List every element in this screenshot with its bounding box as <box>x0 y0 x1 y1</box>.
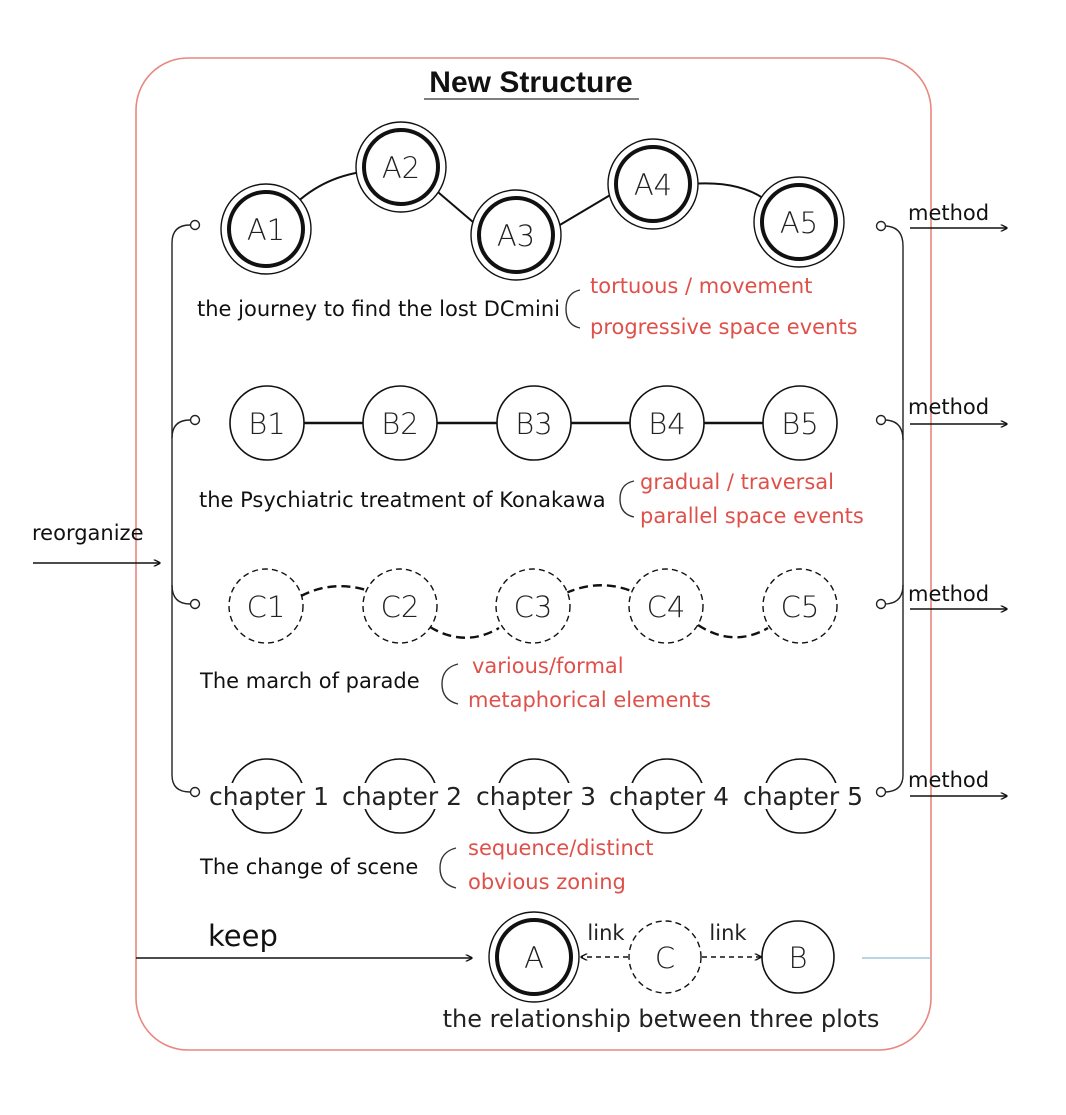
link-label-left: link <box>587 921 625 945</box>
row-b: B1 B2 B3 B4 B5 the Psychiatric treatment… <box>199 385 864 528</box>
row-b-note-1: gradual / traversal <box>640 470 834 494</box>
row-b-description: the Psychiatric treatment of Konakawa <box>199 488 606 512</box>
row-b-node-1: B1 <box>229 385 305 461</box>
method-outputs: method method method method <box>908 201 1007 796</box>
row-c-node-5: C5 <box>762 568 838 644</box>
keep-node-c: C <box>628 920 702 994</box>
keep-label: keep <box>208 919 278 953</box>
row-a-input-port <box>189 219 201 231</box>
row-c-brace <box>441 663 459 705</box>
row-chapter-node-5: chapter 5 <box>743 758 863 834</box>
row-c-connector <box>300 584 769 639</box>
node-label: C5 <box>781 590 820 624</box>
row-a: A1 A2 A3 A4 A5 the journey to find the l… <box>197 121 858 339</box>
node-label: A1 <box>247 213 285 247</box>
chapter-label: chapter 5 <box>743 782 863 811</box>
method-label-b: method <box>908 395 989 419</box>
node-label: C4 <box>647 590 686 624</box>
row-chapter-input-port <box>189 786 201 798</box>
structure-frame <box>135 57 932 1051</box>
row-chapter-note-2: obvious zoning <box>468 870 626 894</box>
node-label: C <box>655 941 675 975</box>
row-c-input-port <box>189 598 201 610</box>
keep-caption: the relationship between three plots <box>443 1005 880 1033</box>
row-c: C1 C2 C3 C4 C5 The march of parade vario… <box>199 568 838 712</box>
row-b-input-port <box>189 414 201 426</box>
node-label: B1 <box>248 407 285 441</box>
row-chapter-note-1: sequence/distinct <box>468 836 654 860</box>
node-label: A <box>524 941 544 975</box>
reorganize-label: reorganize <box>32 521 144 545</box>
row-a-connector <box>292 170 768 233</box>
row-b-output-port <box>875 414 887 426</box>
node-label: A5 <box>780 206 818 240</box>
node-label: B4 <box>648 407 685 441</box>
row-chapter-output-port <box>875 786 887 798</box>
row-b-note-2: parallel space events <box>640 504 864 528</box>
row-chapter-node-2: chapter 2 <box>342 758 462 834</box>
row-c-output-port <box>875 598 887 610</box>
method-label-chapter: method <box>908 768 989 792</box>
keep-node-a: A <box>488 911 580 1003</box>
reorganize-bracket <box>171 219 201 798</box>
row-a-node-3: A3 <box>470 189 562 281</box>
row-a-note-2: progressive space events <box>590 315 858 339</box>
row-c-node-3: C3 <box>495 568 571 644</box>
node-label: B3 <box>515 407 552 441</box>
chapter-label: chapter 4 <box>609 782 729 811</box>
diagram-title: New Structure <box>429 66 632 99</box>
row-c-description: The march of parade <box>199 669 420 693</box>
row-chapter-node-3: chapter 3 <box>476 758 596 834</box>
node-label: C2 <box>381 590 420 624</box>
row-a-node-2: A2 <box>355 121 447 213</box>
node-label: B5 <box>781 407 818 441</box>
row-a-output-port <box>875 220 887 232</box>
row-c-node-2: C2 <box>362 568 438 644</box>
row-b-node-3: B3 <box>496 385 572 461</box>
link-label-right: link <box>709 921 747 945</box>
row-c-note-2: metaphorical elements <box>468 688 711 712</box>
row-b-node-5: B5 <box>762 385 838 461</box>
chapter-label: chapter 3 <box>476 782 596 811</box>
row-b-node-4: B4 <box>629 385 705 461</box>
node-label: C1 <box>247 590 286 624</box>
node-label: B2 <box>381 407 418 441</box>
node-label: A3 <box>497 219 535 253</box>
row-a-note-1: tortuous / movement <box>590 274 812 298</box>
row-a-brace <box>565 289 581 329</box>
method-label-c: method <box>908 582 989 606</box>
row-chapter-description: The change of scene <box>199 855 418 879</box>
row-b-brace <box>619 480 635 518</box>
row-chapter-node-4: chapter 4 <box>609 758 729 834</box>
keep-node-b: B <box>761 920 835 994</box>
row-c-note-1: various/formal <box>472 654 624 678</box>
row-chapter-node-1: chapter 1 <box>209 758 329 834</box>
row-a-description: the journey to find the lost DCmini <box>197 297 560 321</box>
row-a-node-5: A5 <box>753 176 845 268</box>
row-c-node-4: C4 <box>628 568 704 644</box>
row-a-node-1: A1 <box>220 183 312 275</box>
chapter-label: chapter 2 <box>342 782 462 811</box>
method-bracket <box>875 220 904 798</box>
row-chapter: chapter 1 chapter 2 chapter 3 chapter 4 … <box>199 758 863 894</box>
node-label: C3 <box>514 590 553 624</box>
row-a-node-4: A4 <box>607 138 699 230</box>
chapter-label: chapter 1 <box>209 782 329 811</box>
node-label: A2 <box>382 151 420 185</box>
method-label-a: method <box>908 201 989 225</box>
row-b-node-2: B2 <box>362 385 438 461</box>
row-c-node-1: C1 <box>228 568 304 644</box>
node-label: A4 <box>634 168 672 202</box>
keep-relationship: keep A C B link link the relationship be… <box>136 911 931 1033</box>
row-chapter-brace <box>439 847 457 889</box>
node-label: B <box>789 941 808 975</box>
